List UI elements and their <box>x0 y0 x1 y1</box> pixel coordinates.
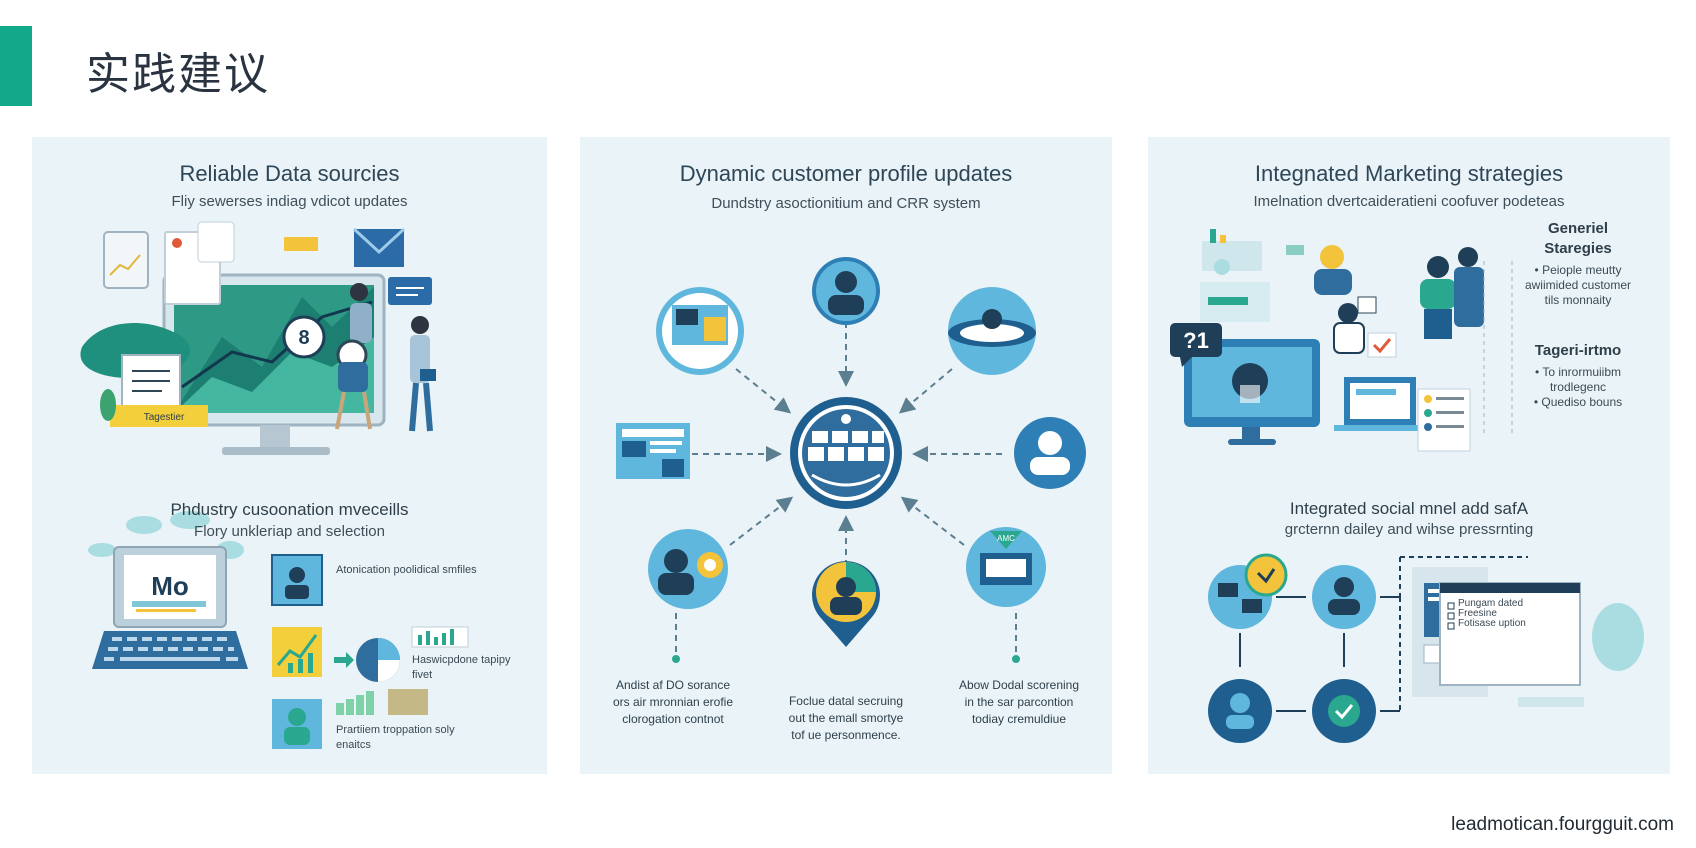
monitor-number: 8 <box>298 327 309 349</box>
title-accent-bar <box>0 26 32 106</box>
chart-card-icon <box>1202 241 1262 271</box>
general-strategies-heading: Generiel Staregies <box>1544 220 1612 257</box>
message-card-icon <box>388 277 432 305</box>
list-item: Atonication poolidical smfiles <box>336 564 477 576</box>
list-item: • To inrormuiibm <box>1534 365 1621 379</box>
node-tag: AMC <box>997 534 1015 543</box>
stats-bars-icon <box>336 691 374 715</box>
panel-integrated-marketing: Integnated Marketing strategies Imelnati… <box>1148 137 1670 774</box>
panel-subtitle: Fliy sewerses indiag vdicot updates <box>171 193 408 210</box>
laptop-label: Mo <box>151 571 189 601</box>
list-item: Pungam dated <box>1458 598 1524 609</box>
footer-url: leadmotican.fourgguit.com <box>1451 814 1674 835</box>
section-subtitle: Flory unkleriap and selection <box>194 523 385 540</box>
list-item: • Peiople meutty <box>1534 263 1622 277</box>
section-title: Phdustry cusoonation mveceills <box>170 500 409 519</box>
list-item: Prartiiem troppation soly enaitcs <box>336 724 455 751</box>
caption-right: Abow Dodal scorening in the sar parconti… <box>958 678 1080 726</box>
panel-title: Reliable Data sourcies <box>179 161 400 186</box>
list-item: awiimided customer <box>1524 278 1632 292</box>
list-item: Haswicpdone tapipy fivet <box>412 654 511 681</box>
general-strategies-list: • Peiople meutty awiimided customer tils… <box>1510 263 1646 308</box>
panel-subtitle: Dundstry asoctionitium and CRR system <box>711 195 981 212</box>
support-agent-icon <box>1320 245 1344 269</box>
section-title: Integrated social mnel add safA <box>1289 499 1529 518</box>
presenter-icon <box>1427 256 1449 278</box>
settings-card-list: Pungam dated Freesine Fotisase uption <box>1458 599 1578 629</box>
growth-chart-icon <box>272 627 322 677</box>
section-subtitle: grcternn dailey and wihse pressrnting <box>1284 521 1534 538</box>
bubble-label: ?1 <box>1183 328 1209 353</box>
panel-title: Dynamic customer profile updates <box>679 161 1013 186</box>
document-icon <box>103 231 149 289</box>
settings-card-icon <box>1439 582 1581 686</box>
panel-dynamic-customer-profile: Dynamic customer profile updates Dundstr… <box>580 137 1112 774</box>
list-item: tils monnaity <box>1544 293 1612 307</box>
panel-reliable-data-sources: Reliable Data sourcies Fliy sewerses ind… <box>32 137 547 774</box>
page-title: 实践建议 <box>86 50 270 99</box>
folder-icon <box>284 237 318 251</box>
caption-left: Andist af DO sorance ors air mronnian er… <box>612 678 734 726</box>
marketing-strategies-illustration: ?1 <box>1170 229 1644 743</box>
list-item: Fotisase uption <box>1458 618 1526 629</box>
panel-subtitle: Imelnation dvertcaideratieni coofuver po… <box>1253 193 1565 210</box>
check-badge-icon <box>1244 553 1288 597</box>
list-item: trodlegenc <box>1549 380 1607 394</box>
tagent-heading: Tageri-irtmo <box>1534 342 1622 359</box>
panel-title: Integnated Marketing strategies <box>1254 161 1564 186</box>
caption-center: Foclue datal secruing out the emall smor… <box>788 694 904 742</box>
question-bubble-icon <box>1170 323 1222 357</box>
customer-profile-hub-diagram: AMC <box>616 257 1086 663</box>
list-item: • Quediso bouns <box>1533 395 1623 409</box>
cloud-icon <box>126 516 162 534</box>
badge-label: Tagestier <box>144 412 185 423</box>
tagent-list: • To inrormuiibm trodlegenc • Quediso bo… <box>1510 365 1646 410</box>
arrow-right-icon <box>334 652 354 668</box>
list-item: Freesine <box>1458 608 1497 619</box>
person-icon <box>350 283 368 301</box>
checkmark-icon <box>1367 332 1397 358</box>
data-sources-illustration: 8 Tagestier <box>80 221 469 749</box>
